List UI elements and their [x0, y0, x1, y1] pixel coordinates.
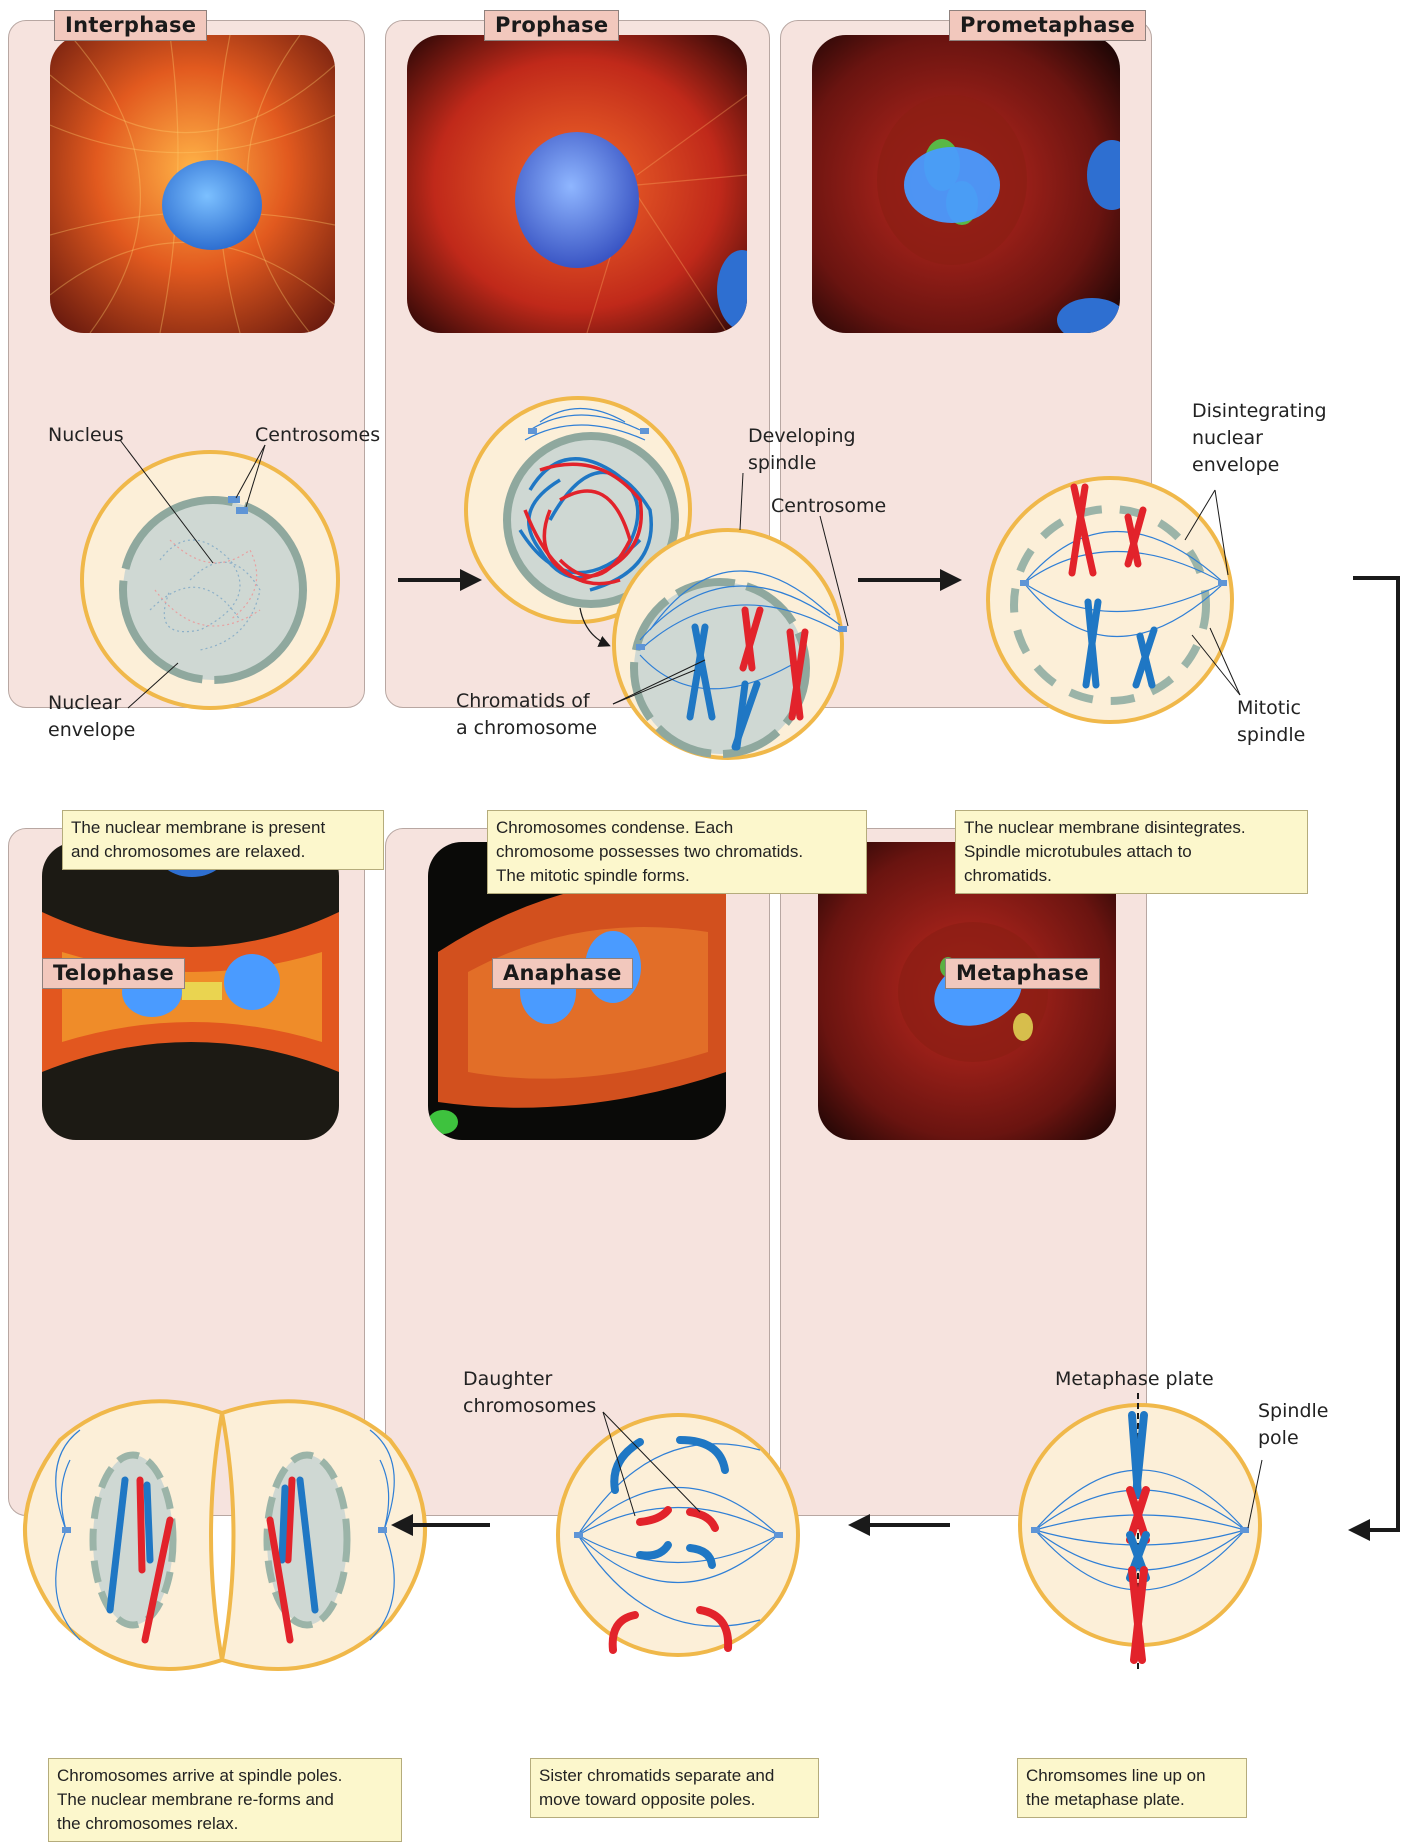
- prophase-title: Prophase: [484, 10, 619, 41]
- prophase-caption-line2: chromosome possesses two chromatids.: [496, 840, 858, 864]
- prometaphase-title: Prometaphase: [949, 10, 1146, 41]
- daughter-chromosomes-label: Daughter chromosomes: [463, 1366, 596, 1420]
- developing-spindle-label: Developing spindle: [748, 423, 856, 477]
- metaphase-caption-line1: Chromsomes line up on: [1026, 1764, 1238, 1788]
- mitotic-spindle-label-line1: Mitotic: [1237, 695, 1305, 722]
- mitotic-spindle-label-line2: spindle: [1237, 722, 1305, 749]
- interphase-caption-line1: The nuclear membrane is present: [71, 816, 375, 840]
- anaphase-caption-line1: Sister chromatids separate and: [539, 1764, 810, 1788]
- telophase-caption-line3: the chromosomes relax.: [57, 1812, 393, 1836]
- nuclear-envelope-label-line2: envelope: [48, 717, 135, 744]
- metaphase-caption-line2: the metaphase plate.: [1026, 1788, 1238, 1812]
- interphase-cell: [82, 440, 338, 708]
- developing-spindle-label-line2: spindle: [748, 450, 856, 477]
- spindle-pole-label-line1: Spindle: [1258, 1398, 1328, 1425]
- anaphase-cell: [558, 1412, 798, 1655]
- daughter-chromosomes-label-line1: Daughter: [463, 1366, 596, 1393]
- chromatids-label-line1: Chromatids of: [456, 688, 597, 715]
- interphase-caption: The nuclear membrane is present and chro…: [62, 810, 384, 870]
- prophase-caption-line1: Chromosomes condense. Each: [496, 816, 858, 840]
- anaphase-title: Anaphase: [492, 958, 633, 989]
- chromatids-label-line2: a chromosome: [456, 715, 597, 742]
- anaphase-caption: Sister chromatids separate and move towa…: [530, 1758, 819, 1818]
- disintegrating-envelope-label-line1: Disintegrating: [1192, 398, 1327, 425]
- mitotic-spindle-label: Mitotic spindle: [1237, 695, 1305, 749]
- disintegrating-envelope-label-line2: nuclear: [1192, 425, 1327, 452]
- telophase-caption-line2: The nuclear membrane re-forms and: [57, 1788, 393, 1812]
- nucleus-label: Nucleus: [48, 422, 124, 449]
- metaphase-title: Metaphase: [945, 958, 1100, 989]
- disintegrating-envelope-label-line3: envelope: [1192, 452, 1327, 479]
- telophase-caption-line1: Chromosomes arrive at spindle poles.: [57, 1764, 393, 1788]
- prometaphase-caption-line2: Spindle microtubules attach to: [964, 840, 1299, 864]
- nuclear-envelope-label-line1: Nuclear: [48, 690, 135, 717]
- developing-spindle-label-line1: Developing: [748, 423, 856, 450]
- interphase-title: Interphase: [54, 10, 207, 41]
- prophase-caption-line3: The mitotic spindle forms.: [496, 864, 858, 888]
- prometaphase-caption: The nuclear membrane disintegrates. Spin…: [955, 810, 1308, 894]
- metaphase-plate-label: Metaphase plate: [1055, 1366, 1214, 1393]
- prometaphase-caption-line1: The nuclear membrane disintegrates.: [964, 816, 1299, 840]
- prometaphase-caption-line3: chromatids.: [964, 864, 1299, 888]
- prophase-caption: Chromosomes condense. Each chromosome po…: [487, 810, 867, 894]
- metaphase-cell: [1020, 1393, 1262, 1672]
- nuclear-envelope-label: Nuclear envelope: [48, 690, 135, 744]
- disintegrating-envelope-label: Disintegrating nuclear envelope: [1192, 398, 1327, 479]
- centrosomes-label: Centrosomes: [255, 422, 380, 449]
- prometaphase-cell: [988, 478, 1240, 722]
- anaphase-caption-line2: move toward opposite poles.: [539, 1788, 810, 1812]
- spindle-pole-label-line2: pole: [1258, 1425, 1328, 1452]
- metaphase-caption: Chromsomes line up on the metaphase plat…: [1017, 1758, 1247, 1818]
- spindle-pole-label: Spindle pole: [1258, 1398, 1328, 1452]
- daughter-chromosomes-label-line2: chromosomes: [463, 1393, 596, 1420]
- telophase-title: Telophase: [42, 958, 185, 989]
- interphase-caption-line2: and chromosomes are relaxed.: [71, 840, 375, 864]
- chromatids-label: Chromatids of a chromosome: [456, 688, 597, 742]
- telophase-caption: Chromosomes arrive at spindle poles. The…: [48, 1758, 402, 1842]
- centrosome-label: Centrosome: [771, 493, 886, 520]
- telophase-cells: [25, 1401, 425, 1669]
